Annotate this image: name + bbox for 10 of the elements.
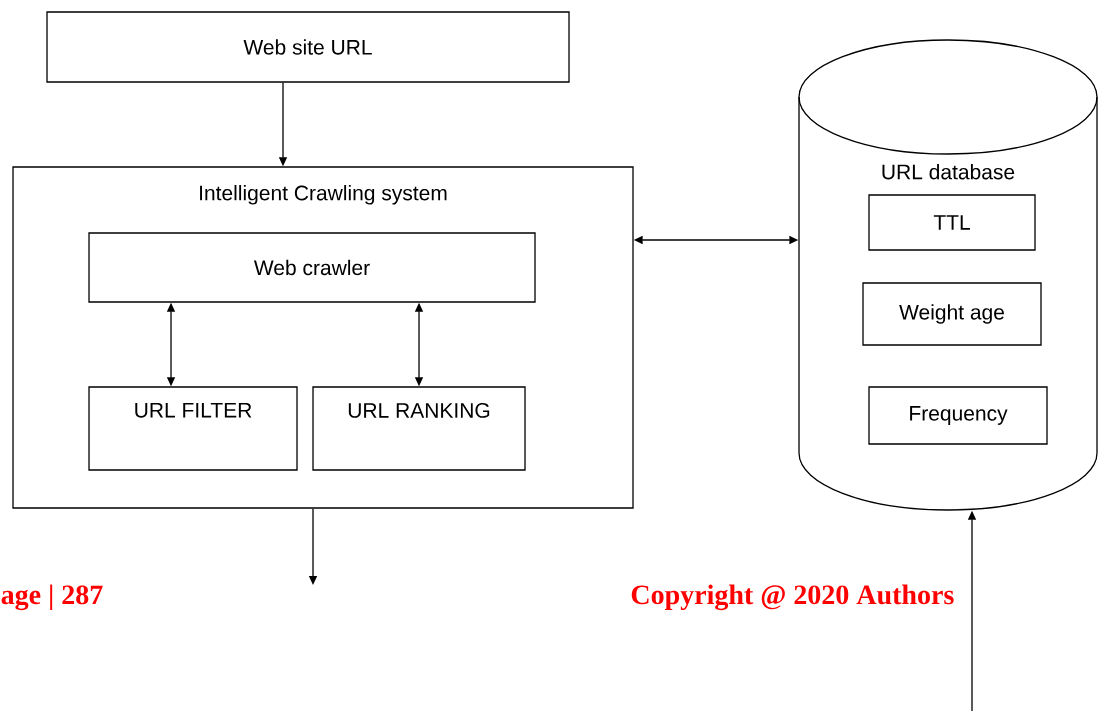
process-box: Web crawler <box>88 232 536 303</box>
page-footer: age | 287 <box>1 584 103 611</box>
process-box: TTL <box>868 194 1036 251</box>
process-box: Weight age <box>862 282 1042 346</box>
process-box: URL RANKING <box>312 386 526 471</box>
node-label: URL database <box>882 164 1015 180</box>
page-footer: Copyright @ 2020 Authors <box>631 584 954 611</box>
process-box: URL FILTER <box>88 386 298 471</box>
process-box: Web site URL <box>46 11 570 83</box>
process-box: Frequency <box>868 386 1048 445</box>
